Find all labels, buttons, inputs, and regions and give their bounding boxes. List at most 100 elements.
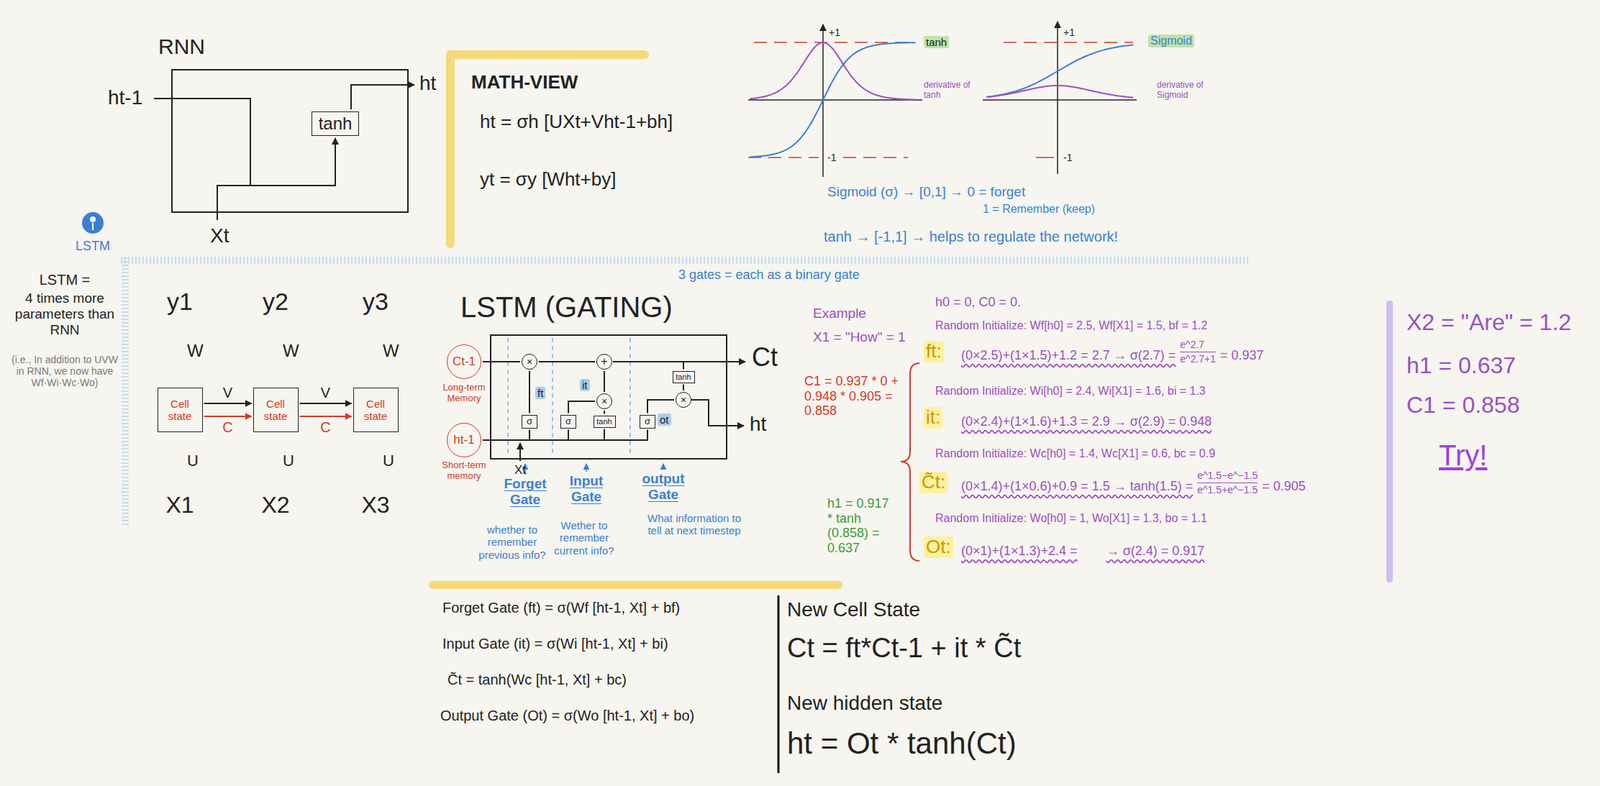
annotation-text: X2 xyxy=(261,492,290,519)
node-label: × xyxy=(526,356,533,368)
annotation-text: = 0.905 xyxy=(1261,479,1306,495)
annotation-text: tanh xyxy=(923,35,949,49)
annotation-text: +1 xyxy=(828,26,841,39)
lstm-cell-box: LSTM (GATING)×+tanh××σσtanhσ xyxy=(489,334,728,460)
pin-icon xyxy=(89,216,96,223)
annotation-text: C̃t = tanh(Wc [ht-1, Xt] + bc) xyxy=(447,671,627,689)
annotation-text: Wether to remember current info? xyxy=(553,519,616,557)
connector xyxy=(613,361,684,370)
gate-pointer xyxy=(662,464,665,470)
annotation-text: = 0.937 xyxy=(1220,348,1265,364)
edge-label: C xyxy=(220,419,234,436)
annotation-text: C1 = 0.858 xyxy=(1406,392,1520,419)
multiply-node: × xyxy=(675,392,692,408)
rnn-wire xyxy=(217,138,336,221)
annotation-text: ht xyxy=(419,71,436,95)
annotation-text: -1 xyxy=(827,151,836,164)
annotation-text: whether to remember previous info? xyxy=(477,523,547,562)
annotation-text: 3 gates = each as a binary gate xyxy=(678,267,860,283)
sigmoid-box: σ xyxy=(639,415,656,429)
connector xyxy=(568,401,595,414)
gate-pointer xyxy=(585,464,588,472)
annotation-text: it xyxy=(579,379,590,392)
pin-icon xyxy=(82,212,104,234)
activation-box: tanh xyxy=(311,111,359,136)
node-label: σ xyxy=(565,416,572,428)
edge-label: C xyxy=(318,419,332,436)
annotation-text: ht-1 xyxy=(107,86,143,110)
annotation-text: Ot: xyxy=(923,536,954,559)
connector xyxy=(682,384,685,392)
node-label: tanh xyxy=(675,372,691,383)
annotation-text: output Gate xyxy=(630,471,697,503)
curly-brace xyxy=(900,363,920,562)
graph-axis xyxy=(1056,21,1059,175)
annotation-text: X1 = "How" = 1 xyxy=(812,329,906,346)
annotation-text: New Cell State xyxy=(787,598,921,622)
annotation-text: h1 = 0.917 * tanh (0.858) = 0.637 xyxy=(827,496,897,557)
annotation-text: ft: xyxy=(923,341,944,363)
annotation-text: W xyxy=(282,341,300,362)
sigmoid-box: σ xyxy=(560,415,577,429)
annotation-text: C1 = 0.937 * 0 + 0.948 * 0.905 = 0.858 xyxy=(804,374,906,419)
panel-divider xyxy=(777,595,780,774)
annotation-text: 1 = Remember (keep) xyxy=(982,202,1095,216)
bound-line xyxy=(843,156,908,159)
annotation-text: y2 xyxy=(262,287,289,316)
graph-axis xyxy=(748,99,923,101)
edge-label: V xyxy=(221,384,234,401)
annotation-text: (i.e., In addition to UVW in RNN, we now… xyxy=(10,353,119,389)
connector xyxy=(538,361,595,363)
highlight-bar xyxy=(428,581,843,590)
annotation-text: e^2.7 xyxy=(1179,338,1205,351)
annotation-text: MATH-VIEW xyxy=(471,71,578,94)
node-label: × xyxy=(680,394,687,406)
node-label: Cell state xyxy=(161,397,200,424)
annotation-text: C̃t: xyxy=(919,471,948,494)
annotation-text: Example xyxy=(812,305,867,322)
add-node: + xyxy=(596,353,613,370)
annotation-text: ot xyxy=(657,413,672,426)
graph-axis xyxy=(982,99,1137,101)
annotation-text: Long-term Memory xyxy=(433,382,495,405)
highlight-bar xyxy=(446,50,455,249)
annotation-text: U xyxy=(282,451,295,470)
memory-circle: Ct-1 xyxy=(446,344,482,380)
node-label: Ct-1 xyxy=(452,354,476,370)
annotation-text: LSTM xyxy=(75,238,111,254)
annotation-text: Random Initialize: Wf[h0] = 2.5, Wf[X1] … xyxy=(935,319,1208,333)
annotation-text: New hidden state xyxy=(787,692,943,716)
annotation-text: ft xyxy=(535,387,546,400)
annotation-text: -1 xyxy=(1063,151,1072,164)
cell-state-box: Cell state xyxy=(157,387,203,433)
section-divider xyxy=(120,256,1251,265)
hidden-state-wire xyxy=(691,400,744,426)
rnn-cell-box: RNNtanh xyxy=(171,69,409,213)
tanh-curve xyxy=(750,42,916,157)
annotation-text: X1 xyxy=(165,492,194,519)
node-label: ht-1 xyxy=(453,433,475,448)
node-label: + xyxy=(600,355,608,369)
annotation-text: Random Initialize: Wi[h0] = 2.4, Wi[X1] … xyxy=(935,384,1206,398)
gate-divider xyxy=(507,338,509,457)
annotation-text: Ct xyxy=(751,342,778,372)
rnn-wire xyxy=(153,98,251,186)
multiply-node: × xyxy=(596,393,613,410)
annotation-text: (0×2.4)+(1×1.6)+1.3 = 2.9 → σ(2.9) = 0.9… xyxy=(961,414,1212,430)
annotation-text: Try! xyxy=(1438,438,1488,472)
annotation-text: Input Gate (it) = σ(Wi [ht-1, Xt] + bi) xyxy=(442,635,669,653)
annotation-text: Sigmoid (σ) → [0,1] → 0 = forget xyxy=(827,184,1026,200)
annotation-text: W xyxy=(187,341,204,362)
annotation-text: it: xyxy=(923,407,943,429)
node-label: tanh xyxy=(596,417,612,427)
annotation-text: +1 xyxy=(1063,26,1075,39)
cell-state-box: Cell state xyxy=(253,387,299,433)
node-label: Cell state xyxy=(256,397,295,424)
annotation-text: e^1.5−e^−1.5 xyxy=(1197,469,1258,482)
annotation-text: Xt xyxy=(514,463,526,478)
annotation-text: X2 = "Are" = 1.2 xyxy=(1406,309,1572,336)
annotation-text: e^1.5+e^−1.5 xyxy=(1197,482,1258,496)
connector xyxy=(204,402,252,405)
annotation-text: W xyxy=(382,341,400,362)
